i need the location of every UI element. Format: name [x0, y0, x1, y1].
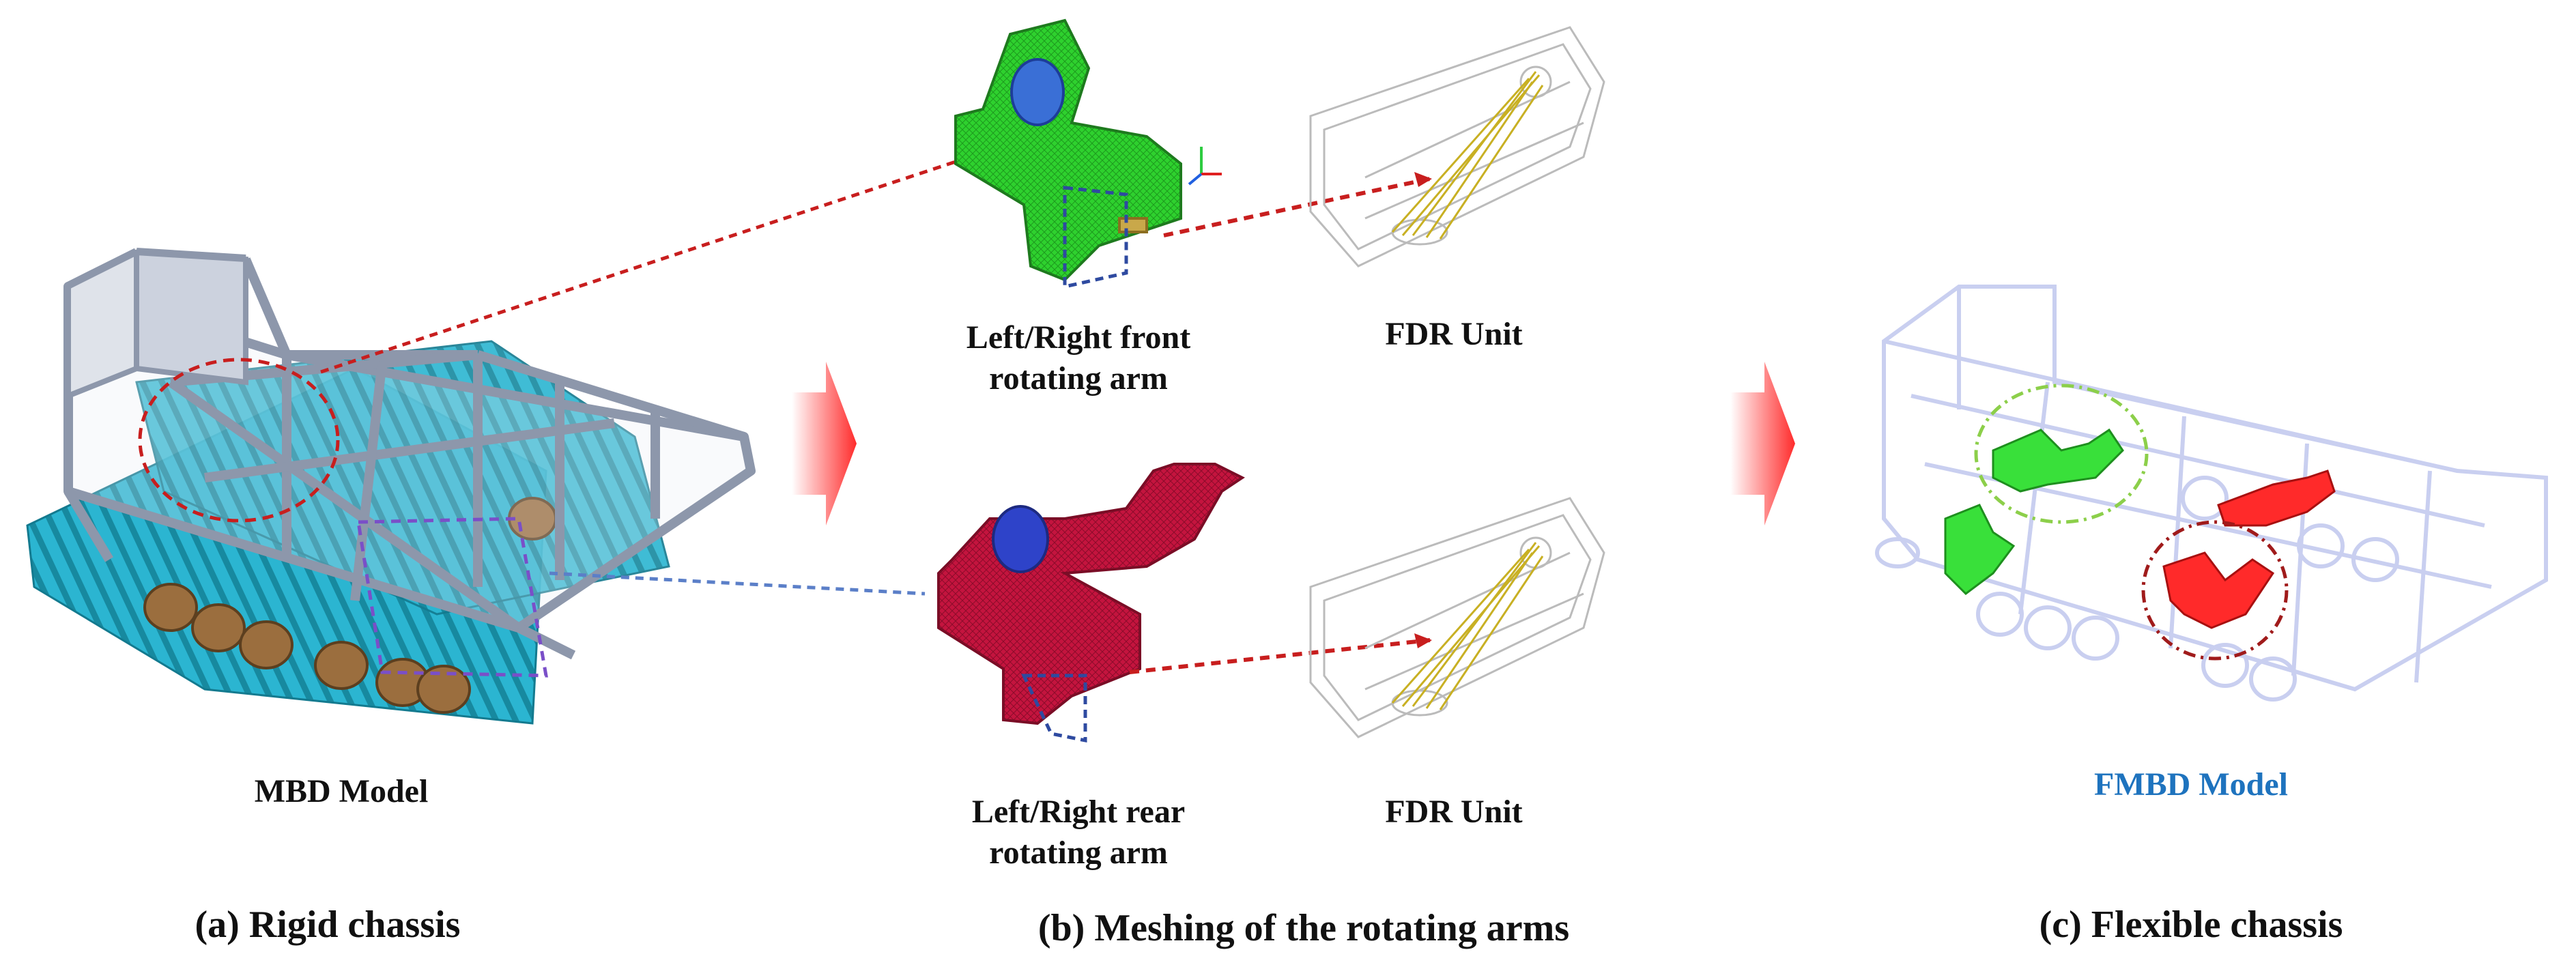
- leader-rear-arm: [549, 571, 926, 596]
- mbd-model-label: MBD Model: [254, 773, 429, 809]
- fmbd-model-label: FMBD Model: [2094, 766, 2288, 803]
- axis-triad-icon: [1188, 147, 1222, 186]
- leader-front-fdr-arrowhead: [1414, 172, 1432, 187]
- rear-arm-highlight: [356, 517, 548, 678]
- fdr-unit-top: [1309, 26, 1605, 268]
- leader-front-arm: [320, 156, 967, 374]
- caption-c: (c) Flexible chassis: [2039, 904, 2343, 946]
- leader-front-fdr: [1163, 177, 1431, 237]
- flexible-rear-arms: [2162, 470, 2336, 629]
- fdr-unit-bottom-label: FDR Unit: [1385, 794, 1523, 830]
- leader-rear-fdr: [1129, 638, 1431, 674]
- flex-rear-highlight: [2141, 520, 2289, 661]
- rear-arm-mesh: [937, 463, 1245, 743]
- caption-b: (b) Meshing of the rotating arms: [1037, 907, 1570, 949]
- process-arrow-2: [1730, 362, 1795, 525]
- track-right: [135, 340, 670, 616]
- flex-front-highlight: [1974, 384, 2149, 524]
- road-wheels: [143, 497, 557, 714]
- process-arrow-1: [792, 362, 857, 525]
- caption-a: (a) Rigid chassis: [195, 904, 461, 946]
- rear-arm-label: Left/Right rear rotating arm: [971, 794, 1186, 871]
- flexible-front-arms: [1944, 428, 2124, 595]
- front-arm-mesh: [954, 18, 1182, 289]
- front-arm-highlight: [138, 358, 340, 523]
- flexible-chassis-model: [1875, 285, 2548, 702]
- rear-frame-box: [66, 248, 248, 400]
- rigid-chassis-model: [26, 248, 756, 725]
- leader-rear-fdr-arrowhead: [1414, 633, 1432, 648]
- fdr-unit-bottom: [1309, 497, 1605, 738]
- front-arm-label: Left/Right front rotating arm: [966, 319, 1191, 396]
- fdr-unit-top-label: FDR Unit: [1385, 316, 1523, 352]
